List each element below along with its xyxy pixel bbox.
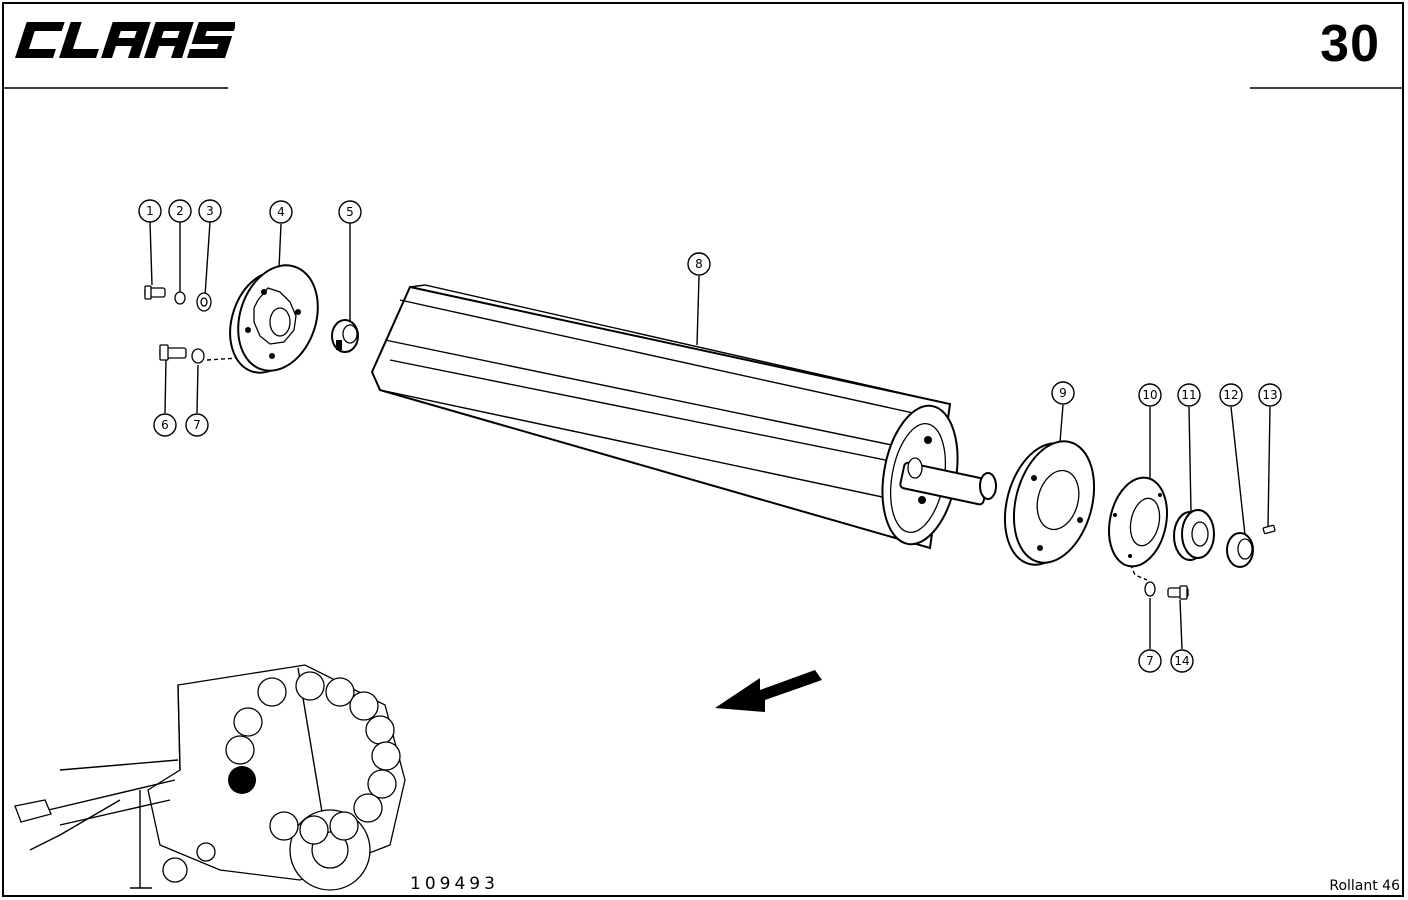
part-bolt-6 xyxy=(159,344,187,361)
direction-arrow-icon xyxy=(715,670,822,712)
callout-14: 14 xyxy=(1170,649,1194,673)
callout-2-label: 2 xyxy=(176,204,184,218)
part-flange-4 xyxy=(229,264,319,374)
page-number: 30 xyxy=(1320,15,1380,73)
callout-12: 12 xyxy=(1219,383,1243,407)
callout-7b: 7 xyxy=(1138,649,1162,673)
claas-logo xyxy=(15,22,235,58)
model-label: Rollant 46 xyxy=(1329,878,1400,894)
baler-locator-icon xyxy=(14,664,406,891)
part-flange-9 xyxy=(1003,440,1096,566)
callout-9: 9 xyxy=(1051,381,1075,405)
part-setscrew-13 xyxy=(1262,524,1276,535)
callout-3-label: 3 xyxy=(206,204,214,218)
callout-12-label: 12 xyxy=(1223,388,1238,402)
callout-3: 3 xyxy=(198,199,222,223)
callout-5: 5 xyxy=(338,200,362,224)
part-bolt-1 xyxy=(144,285,166,300)
callout-11-label: 11 xyxy=(1181,388,1196,402)
callout-4: 4 xyxy=(269,200,293,224)
part-bearing-11 xyxy=(1173,509,1215,561)
callout-8: 8 xyxy=(687,252,711,276)
callout-8-label: 8 xyxy=(695,257,703,271)
callout-7a-label: 7 xyxy=(193,418,201,432)
callout-11: 11 xyxy=(1177,383,1201,407)
part-washer-7b xyxy=(1144,581,1156,597)
part-collar-12 xyxy=(1226,532,1254,568)
callout-7b-label: 7 xyxy=(1146,654,1154,668)
callout-6-label: 6 xyxy=(161,418,169,432)
callout-10: 10 xyxy=(1138,383,1162,407)
part-washer-7a xyxy=(191,348,205,364)
callout-1-label: 1 xyxy=(146,204,154,218)
callout-4-label: 4 xyxy=(277,205,285,219)
callout-13-label: 13 xyxy=(1262,388,1277,402)
callout-13: 13 xyxy=(1258,383,1282,407)
part-bolt-14 xyxy=(1167,585,1189,600)
part-washer-2 xyxy=(174,291,186,305)
callout-7a: 7 xyxy=(185,413,209,437)
callout-14-label: 14 xyxy=(1174,654,1189,668)
callout-9-label: 9 xyxy=(1059,386,1067,400)
callout-2: 2 xyxy=(168,199,192,223)
callout-5-label: 5 xyxy=(346,205,354,219)
callout-10-label: 10 xyxy=(1142,388,1157,402)
callout-6: 6 xyxy=(153,413,177,437)
part-plate-10 xyxy=(1108,476,1168,568)
drawing-number: 109493 xyxy=(410,874,499,894)
callout-1: 1 xyxy=(138,199,162,223)
part-bearing-5 xyxy=(331,319,359,353)
part-roller-8 xyxy=(370,284,997,550)
part-nut-3 xyxy=(196,292,212,312)
leader-lines xyxy=(149,221,1271,650)
